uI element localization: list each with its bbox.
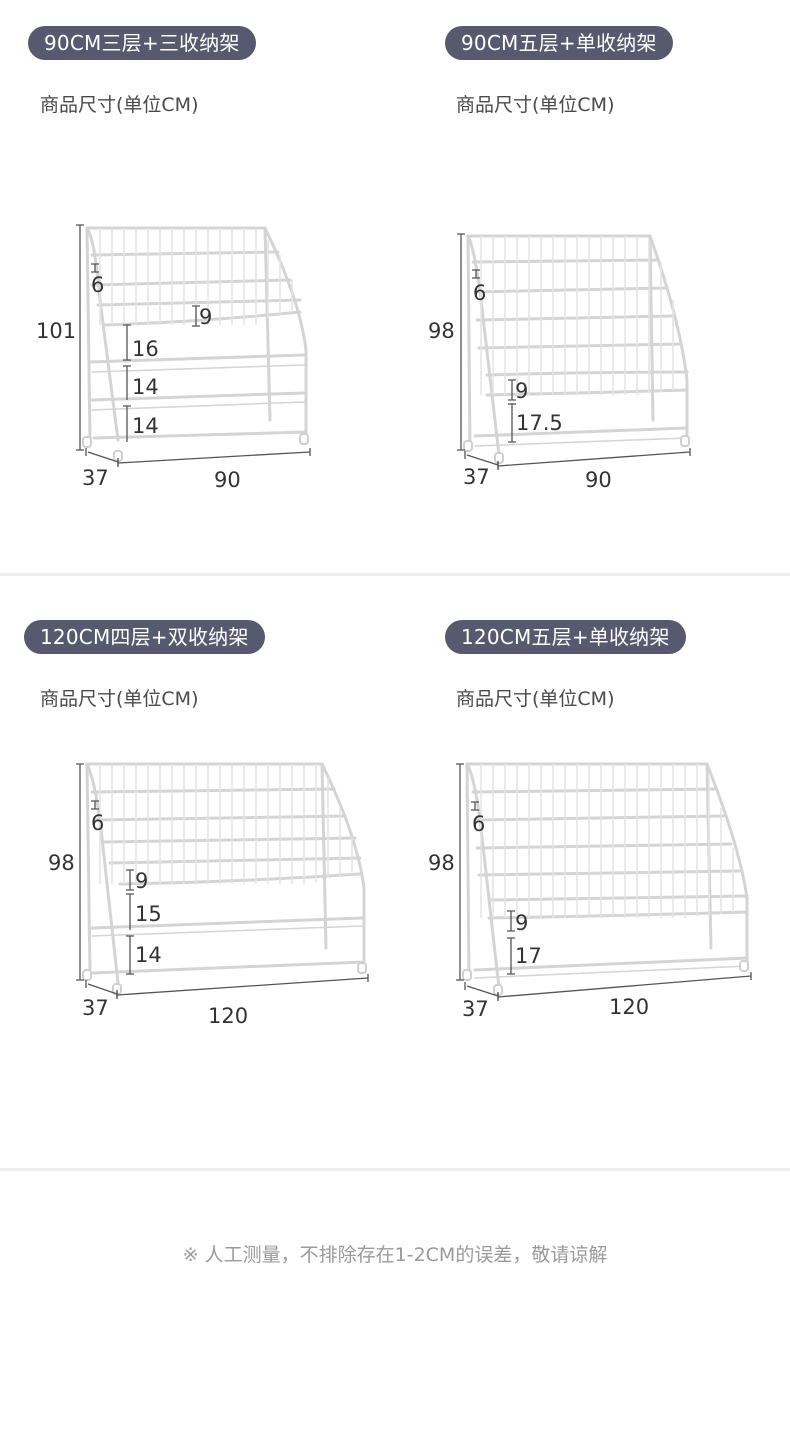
shelf-mesh [99, 228, 293, 325]
dim-gap-5: 14 [132, 414, 159, 438]
dim-gap-1: 6 [473, 281, 486, 305]
product-title-pill: 120CM五层+单收纳架 [445, 620, 686, 654]
dim-gap-3: 15 [135, 902, 162, 926]
section-divider [0, 573, 790, 576]
dim-gap-1: 6 [91, 811, 104, 835]
shelf-drawing: 98 6 9 17 37 120 [428, 762, 752, 1021]
product-title: 90CM五层+单收纳架 [461, 31, 657, 55]
dim-height: 98 [48, 851, 75, 875]
product-card-90-three: 90CM三层+三收纳架 商品尺寸(单位CM) [0, 0, 395, 575]
dim-height: 98 [428, 319, 455, 343]
dim-depth: 37 [82, 466, 109, 490]
product-card-120-four: 120CM四层+双收纳架 商品尺寸(单位CM) [0, 578, 395, 1168]
product-title: 120CM五层+单收纳架 [461, 625, 670, 649]
size-unit-label: 商品尺寸(单位CM) [456, 688, 615, 710]
shelf-drawing: 98 6 9 17.5 37 90 [428, 233, 691, 492]
dim-width: 120 [208, 1004, 248, 1028]
size-unit-label: 商品尺寸(单位CM) [40, 688, 199, 710]
dim-depth: 37 [462, 997, 489, 1021]
shelf-frame [85, 762, 366, 985]
shelf-mesh [480, 236, 674, 395]
product-card-90-five: 90CM五层+单收纳架 商品尺寸(单位CM) [395, 0, 790, 575]
product-title: 90CM三层+三收纳架 [44, 31, 240, 55]
dim-height: 101 [36, 319, 76, 343]
caster-wheels [463, 435, 690, 464]
measurement-disclaimer: ※ 人工测量，不排除存在1-2CM的误差，敬请谅解 [182, 1244, 608, 1266]
dim-gap-1: 6 [472, 812, 485, 836]
size-unit-label: 商品尺寸(单位CM) [40, 94, 199, 116]
dim-gap-2: 9 [515, 911, 528, 935]
dim-gap-4: 14 [135, 943, 162, 967]
section-divider [0, 1168, 790, 1171]
product-title-pill: 120CM四层+双收纳架 [24, 620, 265, 654]
shelf-frame [465, 762, 749, 990]
product-title: 120CM四层+双收纳架 [40, 625, 249, 649]
dim-depth: 37 [82, 996, 109, 1020]
dim-gap-3: 16 [132, 337, 159, 361]
dim-gap-4: 14 [132, 375, 159, 399]
dim-gap-2: 9 [135, 869, 148, 893]
dim-width: 90 [585, 468, 612, 492]
dim-gap-2: 9 [515, 379, 528, 403]
shelf-drawing: 101 6 9 16 14 14 37 90 [36, 224, 311, 492]
dimension-lines [456, 763, 752, 1001]
dim-width: 120 [609, 995, 649, 1019]
dim-gap-1: 6 [91, 273, 104, 297]
dim-height: 98 [428, 851, 455, 875]
shelf-drawing: 98 6 9 15 14 37 120 [48, 762, 369, 1028]
shelf-frame [85, 226, 308, 442]
shelf-mesh [480, 764, 734, 918]
product-card-120-five: 120CM五层+单收纳架 商品尺寸(单位CM) [395, 578, 790, 1168]
dim-depth: 37 [463, 465, 490, 489]
dimension-lines [76, 763, 369, 999]
dim-width: 90 [214, 468, 241, 492]
dim-gap-2: 9 [199, 305, 212, 329]
shelf-mesh [99, 764, 353, 884]
size-unit-label: 商品尺寸(单位CM) [456, 94, 615, 116]
size-section-2: 120CM四层+双收纳架 商品尺寸(单位CM) [0, 578, 790, 1168]
dim-gap-3: 17 [515, 944, 542, 968]
dimension-lines [457, 233, 691, 470]
product-title-pill: 90CM三层+三收纳架 [28, 26, 256, 60]
caster-wheels [462, 960, 749, 996]
size-section-1: 90CM三层+三收纳架 商品尺寸(单位CM) [0, 0, 790, 575]
product-title-pill: 90CM五层+单收纳架 [445, 26, 673, 60]
dim-gap-3: 17.5 [516, 411, 563, 435]
dimension-lines [76, 224, 311, 467]
